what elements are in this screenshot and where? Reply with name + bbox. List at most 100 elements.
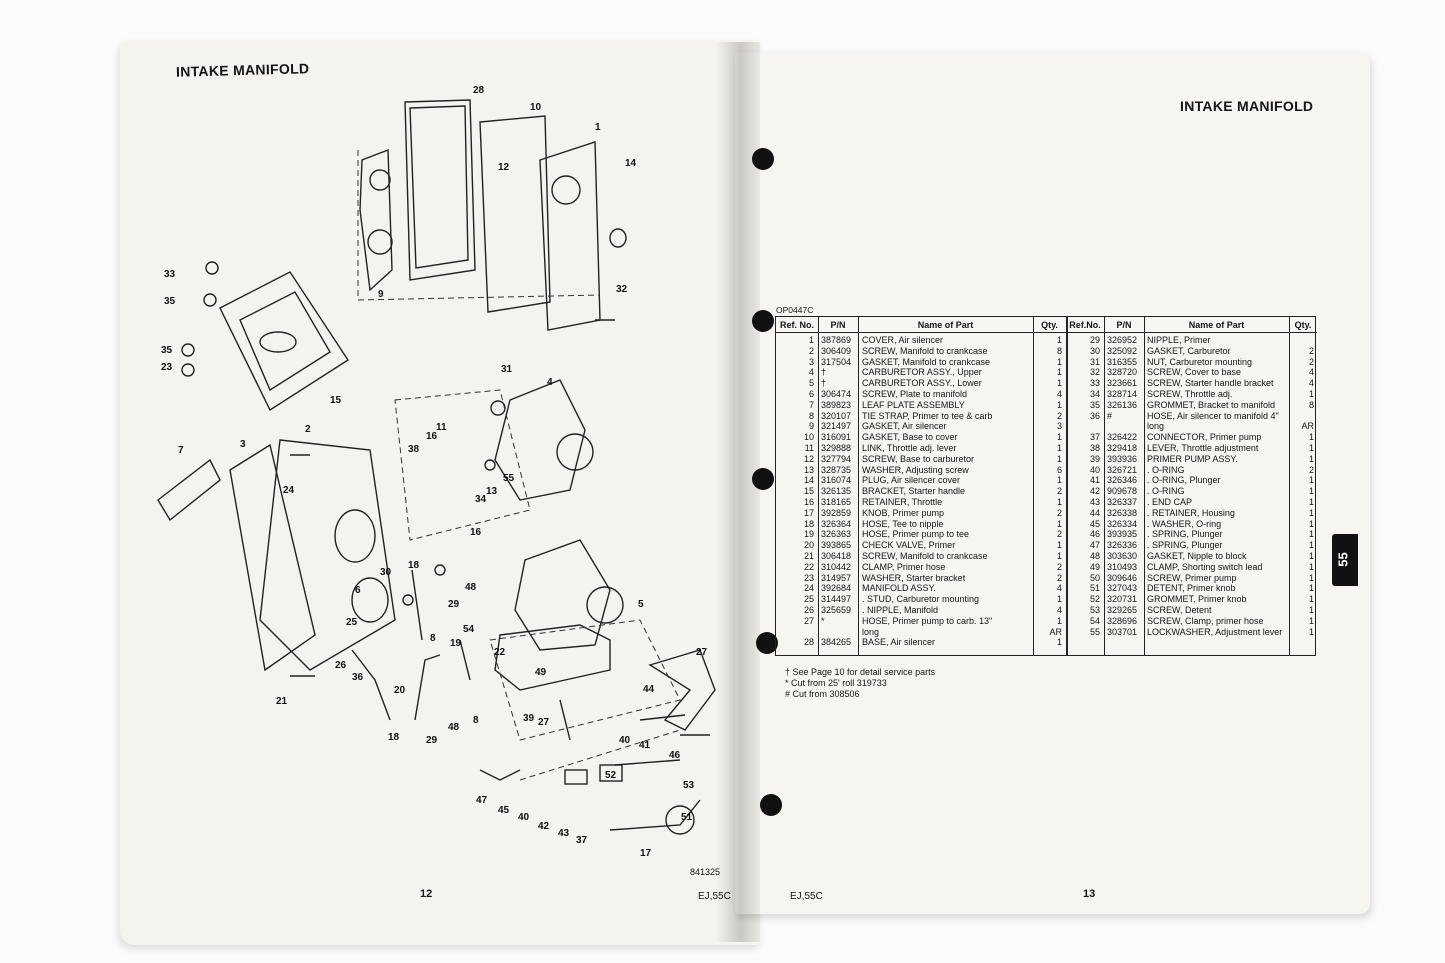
ref-no-cell: 25 bbox=[803, 594, 814, 605]
ref-no-cell: 37 bbox=[1089, 432, 1100, 443]
qty-cell: 1 bbox=[1056, 335, 1062, 345]
ref-no-cell: 17 bbox=[803, 507, 814, 518]
ref-no-cell: 51 bbox=[1089, 583, 1100, 594]
ref-no-cell: 4 bbox=[808, 367, 814, 378]
svg-text:16: 16 bbox=[470, 527, 482, 538]
svg-text:2: 2 bbox=[305, 424, 311, 435]
qty-cell: 1 bbox=[1056, 443, 1062, 453]
svg-text:49: 49 bbox=[535, 667, 547, 678]
svg-text:3: 3 bbox=[240, 439, 246, 450]
part-name-cell: SCREW, Throttle adj. bbox=[1147, 389, 1233, 399]
pn-cell: 328735 bbox=[821, 464, 852, 475]
part-name-cell: PLUG, Air silencer cover bbox=[862, 475, 961, 486]
pn-cell: 321497 bbox=[821, 421, 852, 432]
part-name-cell: GASKET, Air silencer bbox=[862, 421, 947, 432]
svg-text:26: 26 bbox=[335, 660, 347, 671]
qty-cell: 2 bbox=[1056, 410, 1062, 421]
pn-cell: 325092 bbox=[1107, 345, 1138, 356]
pn-cell: 316091 bbox=[821, 432, 852, 443]
pn-cell: 310442 bbox=[821, 561, 852, 572]
svg-text:36: 36 bbox=[352, 672, 364, 683]
pn-cell: 389823 bbox=[821, 399, 852, 410]
pn-cell: 326364 bbox=[821, 518, 852, 529]
qty-cell: 1 bbox=[1056, 615, 1062, 626]
pn-cell: 317504 bbox=[821, 356, 852, 367]
qty-cell: 8 bbox=[1308, 399, 1314, 410]
pn-cell: 328720 bbox=[1107, 367, 1138, 378]
table-row: 36#HOSE, Air silencer to manifold 4" bbox=[1066, 411, 1317, 422]
qty-cell: 1 bbox=[1056, 432, 1062, 443]
svg-text:19: 19 bbox=[450, 638, 462, 649]
part-name-cell: CARBURETOR ASSY., Upper bbox=[862, 367, 982, 378]
qty-cell: 1 bbox=[1308, 583, 1314, 594]
svg-text:18: 18 bbox=[388, 732, 400, 743]
right-page-heading: INTAKE MANIFOLD bbox=[1180, 98, 1314, 114]
svg-text:55: 55 bbox=[503, 473, 515, 484]
ref-no-cell: 26 bbox=[803, 605, 814, 615]
ref-no-cell: 39 bbox=[1089, 453, 1100, 464]
punch-hole bbox=[752, 310, 774, 332]
punch-hole bbox=[760, 794, 782, 816]
ref-no-cell: 6 bbox=[808, 389, 814, 399]
pn-cell: 326363 bbox=[821, 529, 852, 540]
qty-cell: 1 bbox=[1056, 367, 1062, 378]
ref-no-cell: 45 bbox=[1089, 518, 1100, 529]
left-page bbox=[120, 40, 760, 945]
pn-cell: 326334 bbox=[1107, 518, 1138, 529]
svg-text:33: 33 bbox=[164, 269, 176, 280]
footnote: † See Page 10 for detail service parts bbox=[785, 667, 936, 677]
svg-text:13: 13 bbox=[486, 486, 498, 497]
ref-no-cell: 27 bbox=[803, 615, 814, 626]
part-name-cell: . O-RING, Plunger bbox=[1147, 475, 1221, 486]
part-name-cell: GASKET, Manifold to crankcase bbox=[862, 356, 991, 367]
ref-no-cell: 50 bbox=[1089, 572, 1100, 583]
svg-text:45: 45 bbox=[498, 805, 510, 816]
svg-text:18: 18 bbox=[408, 560, 420, 571]
svg-text:11: 11 bbox=[436, 422, 447, 433]
svg-text:31: 31 bbox=[501, 364, 513, 375]
qty-cell: 4 bbox=[1056, 605, 1062, 615]
svg-text:14: 14 bbox=[625, 158, 637, 169]
part-name-cell: BRACKET, Starter handle bbox=[862, 486, 966, 497]
pn-cell: 329888 bbox=[821, 443, 852, 453]
part-name-cell: . O-RING bbox=[1147, 486, 1185, 497]
ref-no-cell: 9 bbox=[808, 421, 814, 432]
pn-cell: 393936 bbox=[1107, 453, 1138, 464]
ref-no-cell: 16 bbox=[803, 497, 814, 507]
qty-cell: 1 bbox=[1056, 497, 1062, 507]
svg-text:54: 54 bbox=[463, 624, 475, 635]
svg-text:48: 48 bbox=[448, 722, 460, 733]
part-name-cell: SCREW, Manifold to crankcase bbox=[862, 551, 988, 561]
part-name-cell: long bbox=[862, 626, 880, 637]
qty-cell: 4 bbox=[1308, 378, 1314, 389]
qty-cell: 1 bbox=[1056, 637, 1062, 648]
ref-no-cell: 44 bbox=[1089, 507, 1100, 518]
qty-cell: 1 bbox=[1056, 594, 1062, 605]
part-name-cell: PRIMER PUMP ASSY. bbox=[1147, 453, 1238, 464]
ref-no-cell: 30 bbox=[1089, 345, 1100, 356]
qty-cell: 1 bbox=[1308, 572, 1314, 583]
qty-cell: 4 bbox=[1056, 583, 1062, 594]
qty-cell: 1 bbox=[1308, 561, 1314, 572]
